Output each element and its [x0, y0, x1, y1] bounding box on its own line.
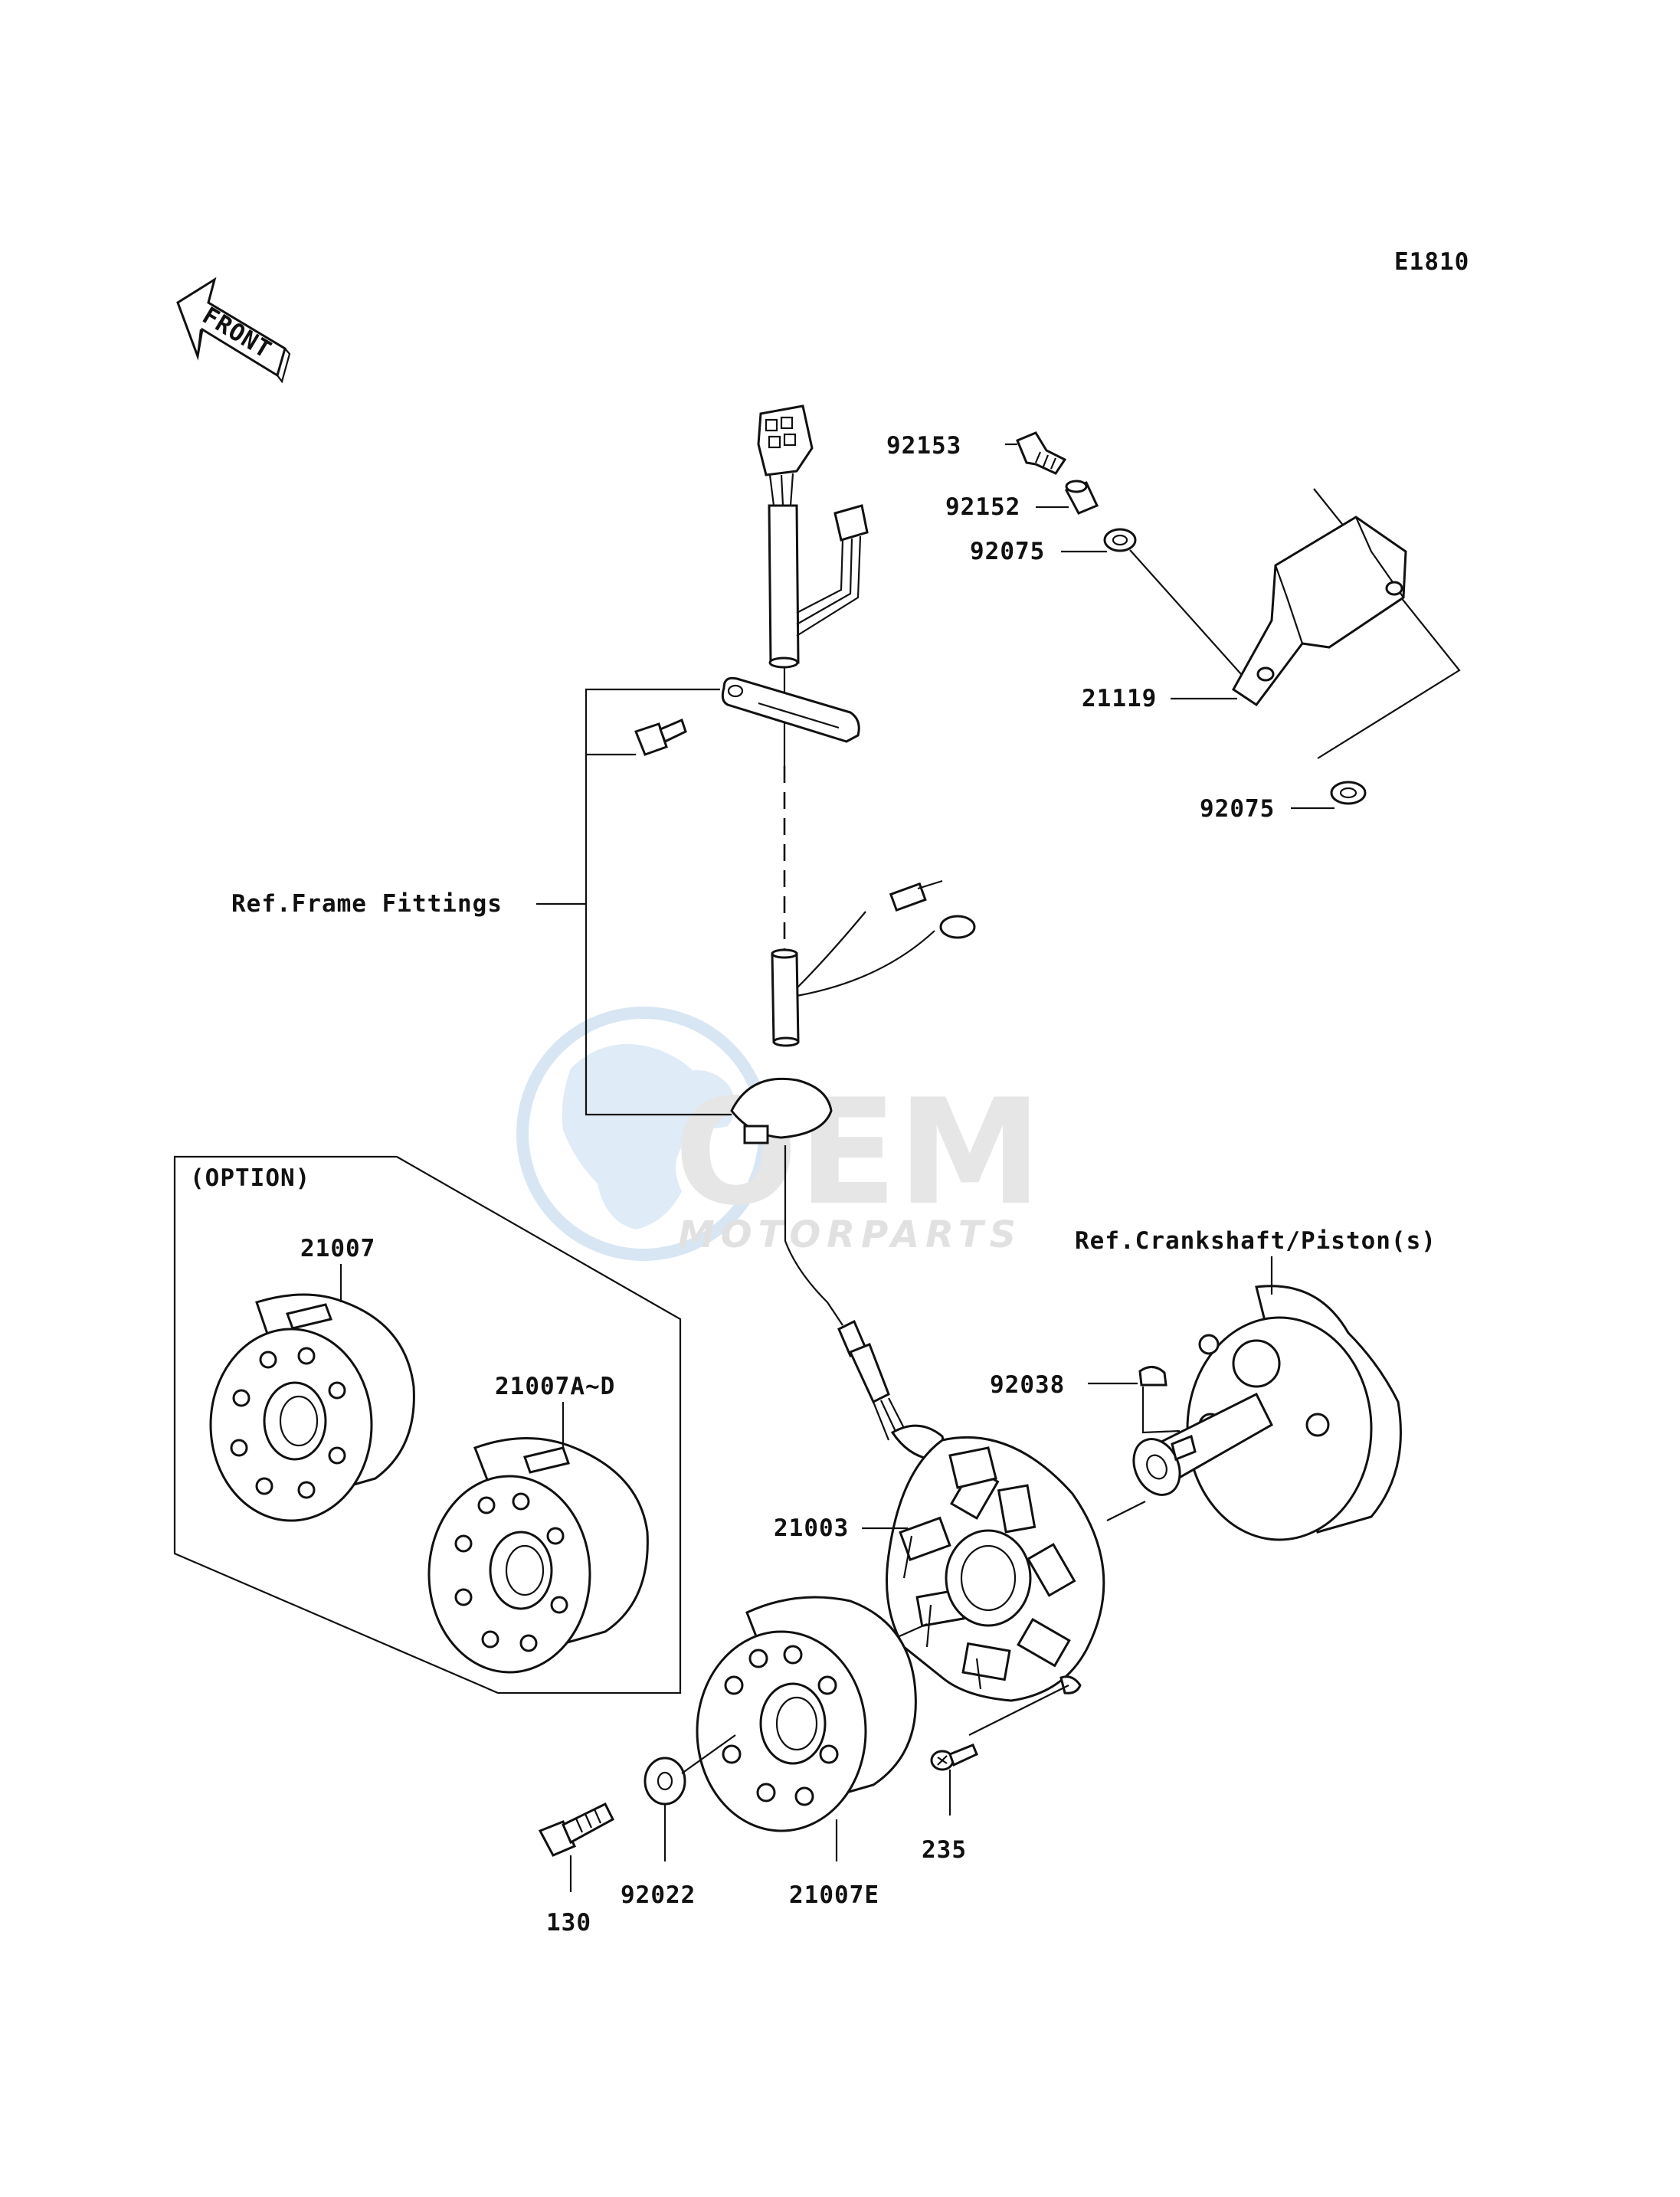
watermark: OEM MOTORPARTS: [516, 1007, 1042, 1261]
washer-92022: [644, 1734, 736, 1861]
rotor-21007: [209, 1264, 415, 1522]
screw-235: [930, 1744, 978, 1816]
part-21007: 21007: [300, 1235, 375, 1262]
stator-21003: [837, 1319, 1105, 1736]
option-box-label: (OPTION): [190, 1164, 310, 1192]
part-21003: 21003: [774, 1514, 849, 1542]
rotor-21007e: [696, 1596, 917, 1861]
part-92022: 92022: [621, 1881, 696, 1909]
ref-frame-fittings-label: Ref.Frame Fittings: [231, 890, 503, 918]
part-92075-top: 92075: [970, 538, 1045, 565]
part-92153: 92153: [886, 432, 961, 460]
rotor-21007a-d: [427, 1402, 649, 1674]
frame-fittings-leaders: [536, 688, 732, 1116]
wiring-harness: [730, 404, 976, 1326]
crankshaft: [1106, 1256, 1402, 1541]
frame-bracket: [721, 676, 860, 743]
frame-bolt-icon: [634, 718, 687, 756]
bolt-130: [538, 1802, 614, 1892]
part-92152: 92152: [945, 493, 1020, 521]
part-92038: 92038: [990, 1371, 1065, 1399]
key-92038: [1088, 1366, 1181, 1434]
watermark-sub: MOTORPARTS: [678, 1213, 1022, 1256]
watermark-brand: OEM: [674, 1068, 1042, 1237]
part-21007a-d: 21007A~D: [495, 1373, 615, 1400]
diagram-code: E1810: [1394, 248, 1469, 276]
option-box: [173, 1155, 682, 1694]
regulator-assembly: [1005, 431, 1461, 810]
ref-crankshaft-label: Ref.Crankshaft/Piston(s): [1075, 1227, 1436, 1255]
part-130: 130: [546, 1909, 591, 1937]
part-235: 235: [922, 1836, 967, 1864]
part-92075-bottom: 92075: [1200, 795, 1275, 823]
part-21007e: 21007E: [789, 1881, 879, 1909]
front-arrow-icon: FRONT: [176, 277, 291, 384]
part-21119: 21119: [1082, 685, 1157, 712]
